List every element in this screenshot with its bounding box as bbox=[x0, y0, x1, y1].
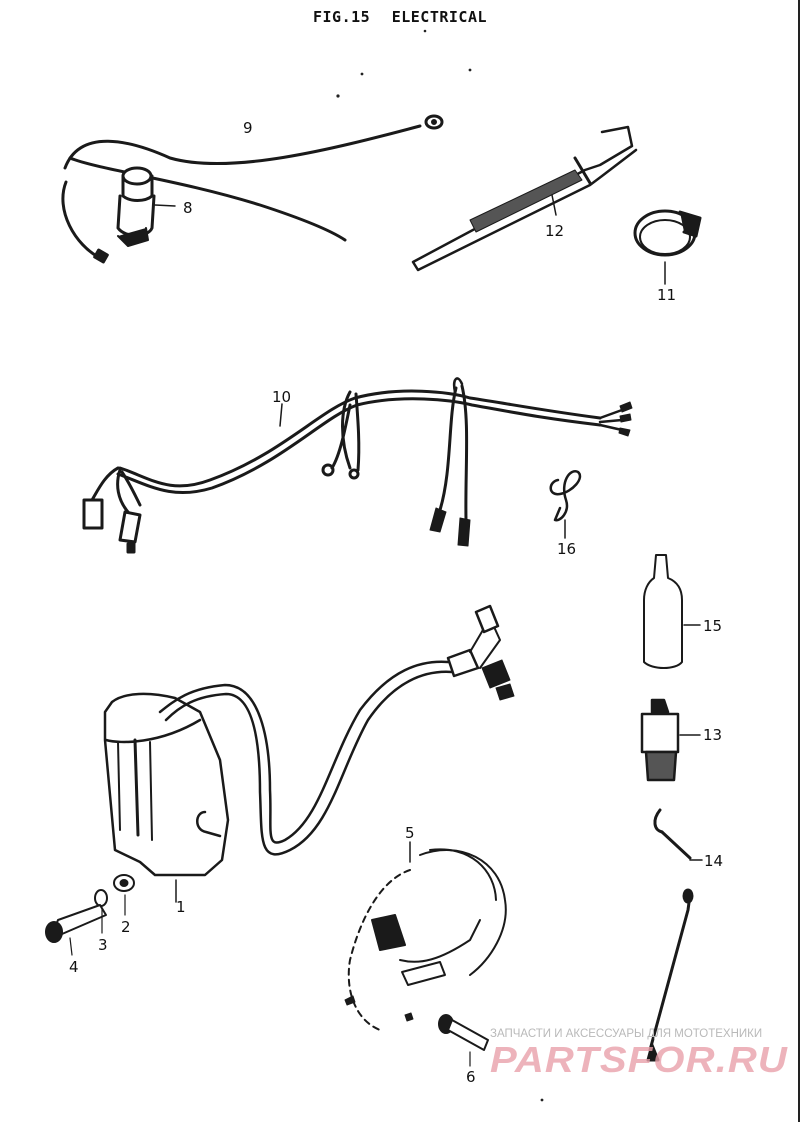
callout-3: 3 bbox=[98, 936, 108, 954]
callout-13: 13 bbox=[703, 726, 722, 744]
right-border bbox=[798, 0, 800, 1122]
callout-14: 14 bbox=[704, 852, 723, 870]
watermark-tagline: ЗАПЧАСТИ И АКСЕССУАРЫ ДЛЯ МОТОТЕХНИКИ bbox=[490, 1028, 763, 1040]
callout-15: 15 bbox=[703, 617, 722, 635]
part-13-switch bbox=[640, 698, 701, 782]
figure-title: FIG.15 ELECTRICAL bbox=[0, 8, 800, 26]
figure-name: ELECTRICAL bbox=[391, 8, 488, 26]
callout-12: 12 bbox=[545, 222, 564, 240]
callout-1: 1 bbox=[176, 898, 186, 916]
callout-11: 11 bbox=[657, 286, 676, 304]
callout-16: 16 bbox=[557, 540, 576, 558]
watermark-logo-text: PARTSFOR.RU bbox=[490, 1039, 788, 1078]
callout-9: 9 bbox=[243, 119, 253, 137]
callout-10: 10 bbox=[272, 388, 291, 406]
watermark-logo: PARTSFOR.RU bbox=[490, 1039, 788, 1078]
stray-dots bbox=[336, 29, 544, 1102]
callout-8: 8 bbox=[183, 199, 193, 217]
part-1-cdi-unit bbox=[103, 604, 515, 903]
callout-labels: 1 2 3 4 5 6 8 9 10 11 12 13 14 15 16 bbox=[69, 119, 723, 1086]
part-5-magneto bbox=[344, 841, 507, 1031]
part-8-switch bbox=[61, 166, 176, 264]
part-9-ground-wire bbox=[63, 114, 444, 242]
callout-2: 2 bbox=[121, 918, 131, 936]
part-12-cable-tie bbox=[411, 125, 638, 272]
callout-5: 5 bbox=[405, 824, 415, 842]
figure-number: FIG.15 bbox=[312, 8, 371, 26]
part-16-wire-clip bbox=[549, 470, 582, 539]
callout-6: 6 bbox=[466, 1068, 476, 1086]
part-6-screw bbox=[438, 1014, 489, 1067]
part-10-wiring-harness bbox=[82, 377, 633, 554]
parts-2-3-4-fasteners bbox=[45, 874, 135, 956]
part-15-cap bbox=[643, 554, 701, 669]
callout-4: 4 bbox=[69, 958, 79, 976]
part-11-clamp bbox=[633, 209, 702, 285]
part-14-rod bbox=[646, 808, 703, 1062]
